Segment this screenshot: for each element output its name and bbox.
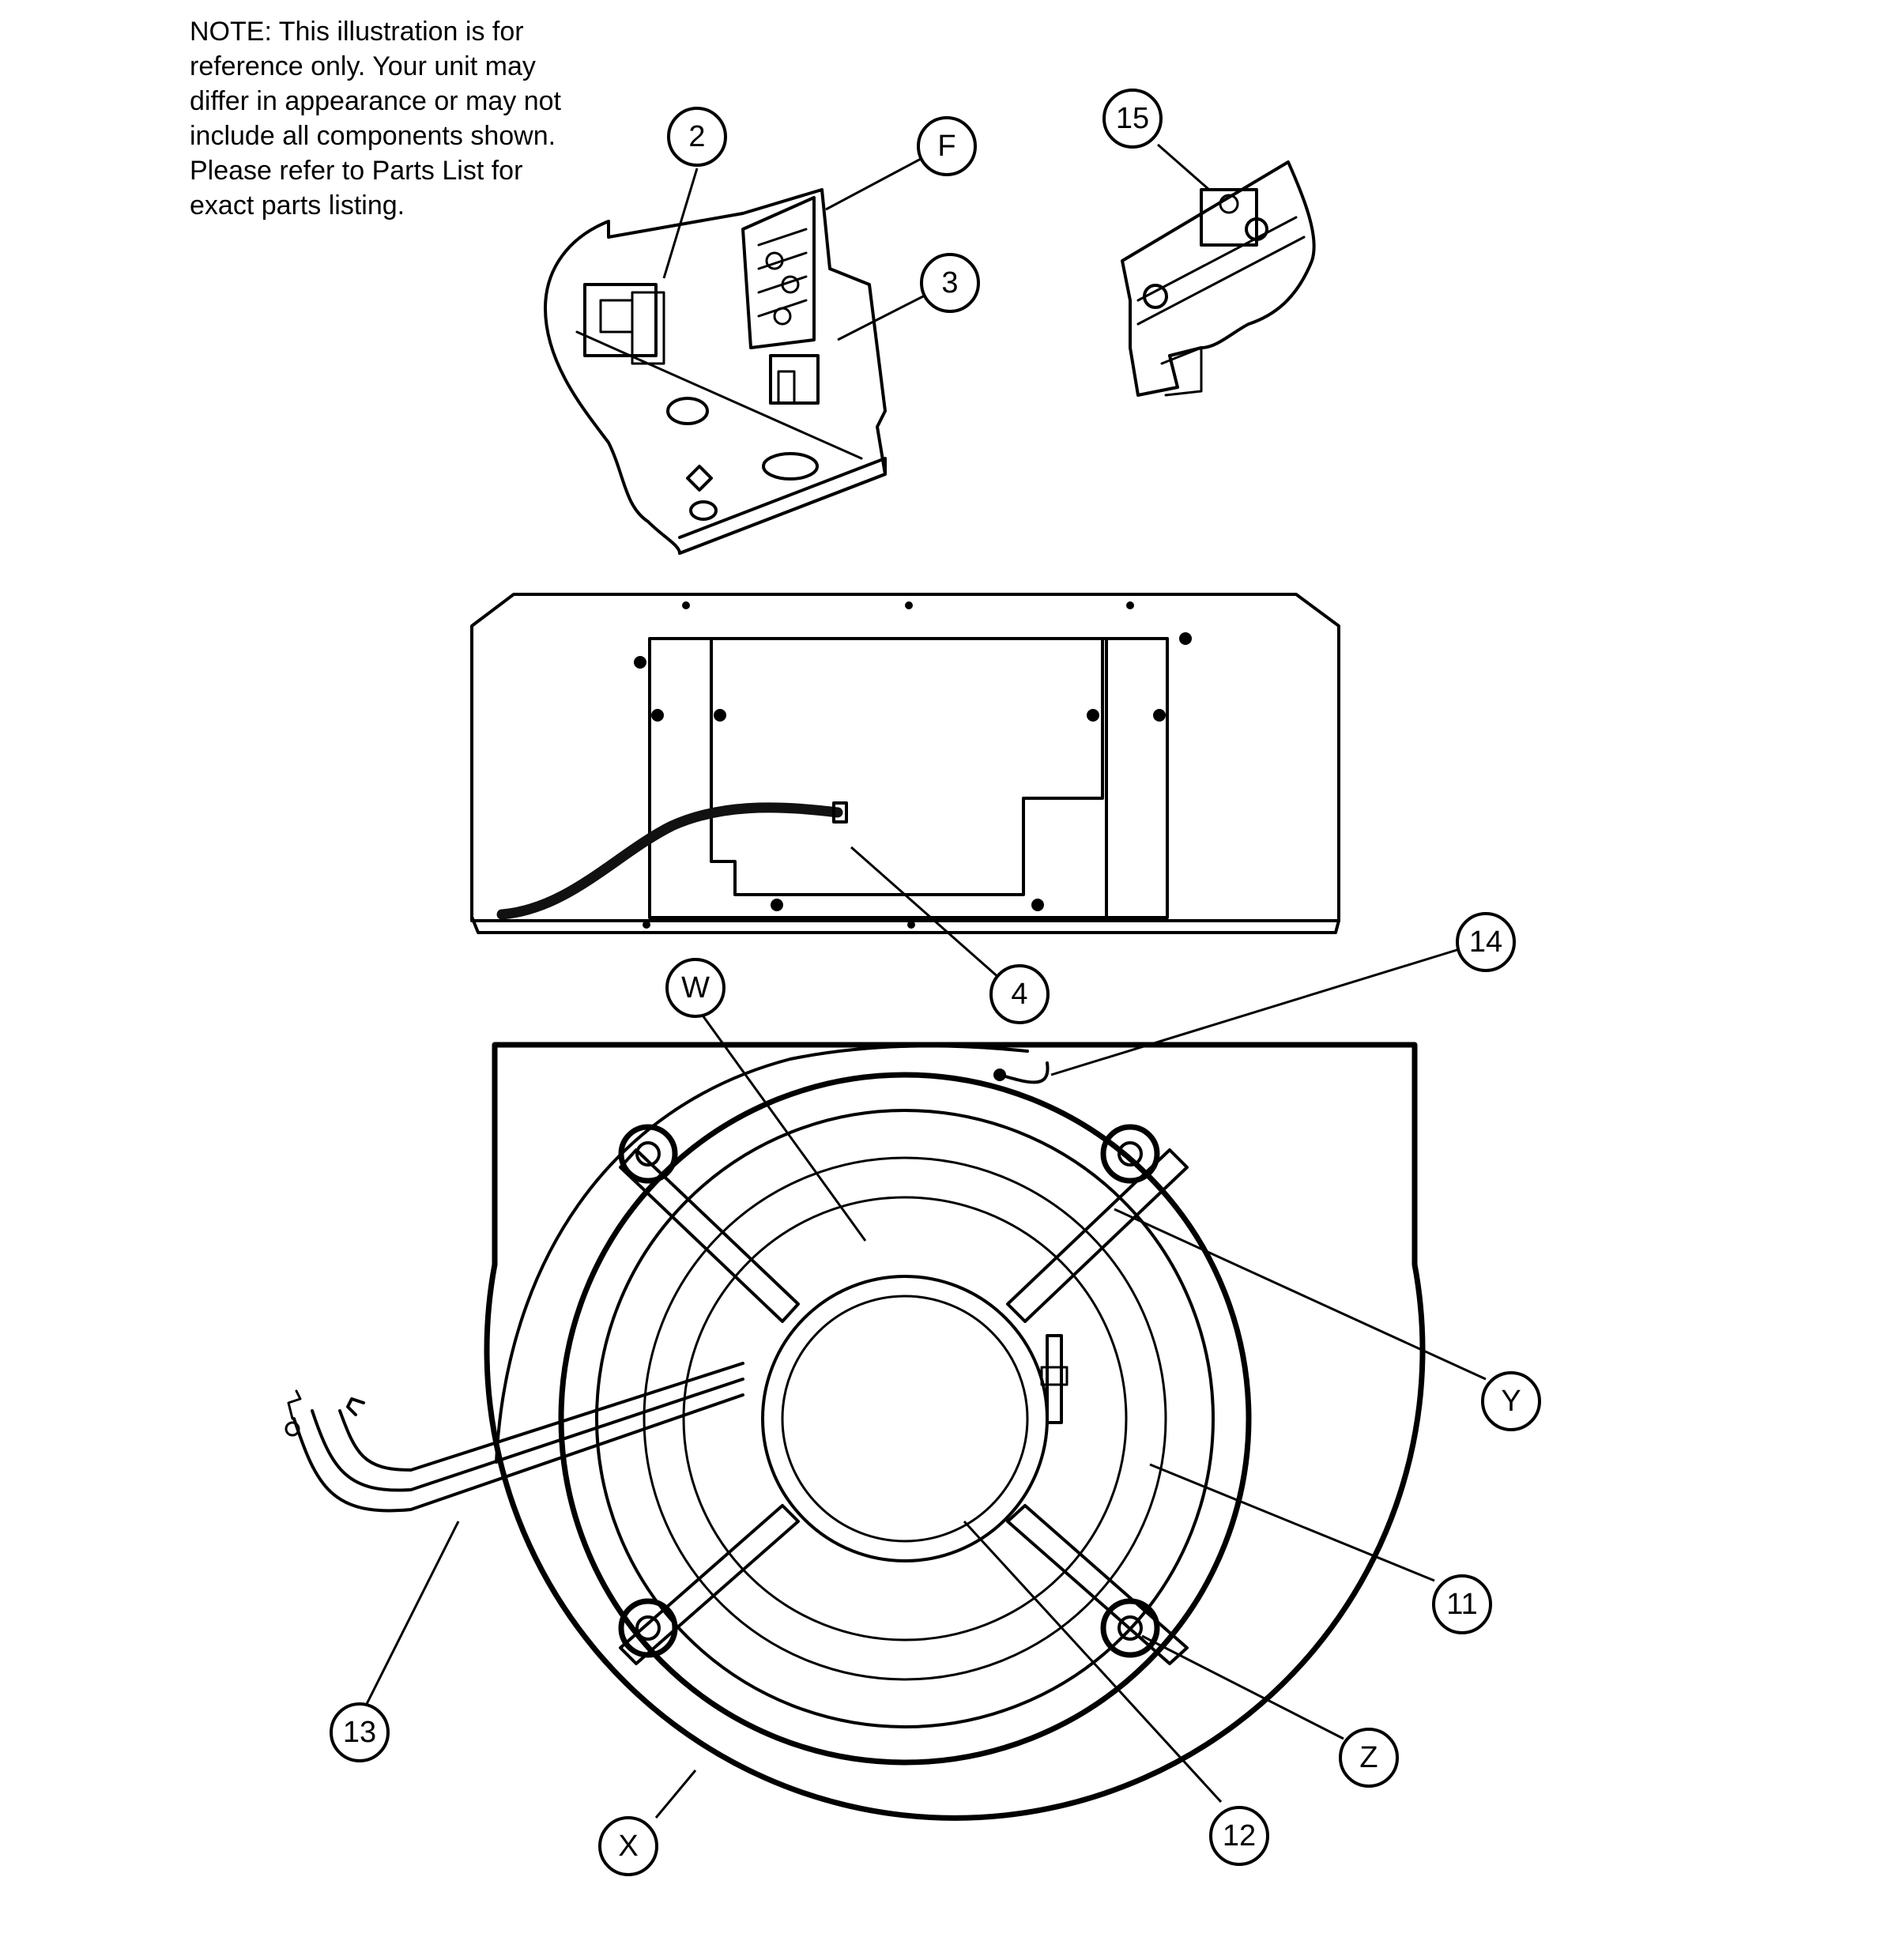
- reference-note: NOTE: This illustration is for reference…: [190, 14, 632, 223]
- callout-Y: Y: [1481, 1371, 1541, 1431]
- control-panel-drawing: [544, 188, 887, 555]
- callout-15: 15: [1102, 89, 1163, 149]
- callout-label: 3: [941, 266, 958, 300]
- callout-label: 12: [1223, 1819, 1256, 1853]
- ground-lug-bracket-drawing: [1121, 160, 1316, 397]
- callout-label: 13: [343, 1716, 376, 1749]
- note-line: differ in appearance or may not: [190, 86, 561, 116]
- callout-3: 3: [920, 253, 980, 313]
- note-line: include all components shown.: [190, 121, 556, 151]
- callout-label: F: [937, 130, 955, 163]
- callout-label: 2: [688, 120, 705, 153]
- callout-12: 12: [1209, 1806, 1269, 1866]
- note-line: exact parts listing.: [190, 190, 405, 220]
- callout-F: F: [917, 116, 977, 176]
- callout-X: X: [598, 1816, 658, 1876]
- note-line: reference only. Your unit may: [190, 51, 536, 81]
- callout-label: X: [618, 1830, 638, 1863]
- callout-14: 14: [1456, 912, 1516, 972]
- callout-W: W: [665, 958, 726, 1018]
- callout-4: 4: [989, 964, 1050, 1024]
- callout-label: Y: [1501, 1385, 1521, 1418]
- callout-Z: Z: [1339, 1728, 1399, 1788]
- callout-label: 4: [1011, 978, 1027, 1011]
- callout-label: 11: [1446, 1588, 1477, 1621]
- note-line: Please refer to Parts List for: [190, 156, 523, 186]
- leader-lines: [364, 143, 1487, 1819]
- callout-13: 13: [330, 1702, 390, 1762]
- callout-label: W: [681, 971, 710, 1004]
- callout-11: 11: [1432, 1574, 1492, 1634]
- callout-label: 15: [1116, 102, 1149, 135]
- callout-label: 14: [1469, 925, 1502, 959]
- callout-2: 2: [667, 107, 727, 167]
- callout-label: Z: [1359, 1741, 1378, 1774]
- note-line: NOTE: This illustration is for: [190, 17, 524, 47]
- blower-deck-panel-drawing: [470, 593, 1340, 934]
- blower-assembly-drawing: [285, 1042, 1426, 1821]
